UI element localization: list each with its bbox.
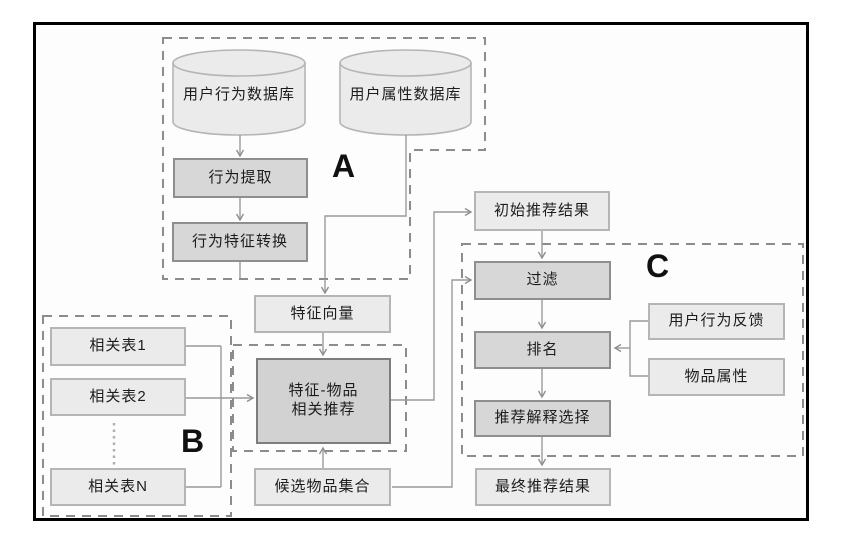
attribute-database-cylinder-icon xyxy=(339,49,472,136)
behavior-database-cylinder-icon xyxy=(172,49,306,136)
behavior-database-label: 用户行为数据库 xyxy=(182,85,295,103)
region-c-outline xyxy=(461,243,804,457)
line-feedback-bracket xyxy=(629,320,648,377)
region-a-label: A xyxy=(332,148,356,184)
arrow-featureitem-to-initial xyxy=(391,212,471,401)
node-item-attribute: 物品属性 xyxy=(648,358,785,396)
node-ranking: 排名 xyxy=(474,331,611,369)
node-explain-select: 推荐解释选择 xyxy=(474,400,611,437)
region-b-outline xyxy=(42,315,232,517)
node-table-n: 相关表N xyxy=(50,468,186,506)
region-b-label: B xyxy=(181,423,205,459)
feature-item-line1: 特征-物品 xyxy=(288,382,359,400)
node-table-1: 相关表1 xyxy=(50,327,186,366)
feature-item-line2: 相关推荐 xyxy=(291,401,356,418)
node-feature-vector: 特征向量 xyxy=(254,295,391,333)
node-final-result: 最终推荐结果 xyxy=(475,468,611,506)
arrow-candidate-to-filter xyxy=(392,280,471,488)
region-c-label: C xyxy=(646,248,670,284)
diagram-frame: A B C 用户行为数据库 用户属性数据库 行为提取 行为特征转换 特征向量 特… xyxy=(33,22,809,521)
node-table-2: 相关表2 xyxy=(50,378,186,416)
flowchart-canvas: A B C 用户行为数据库 用户属性数据库 行为提取 行为特征转换 特征向量 特… xyxy=(36,25,806,518)
node-user-feedback: 用户行为反馈 xyxy=(648,303,785,340)
region-a-outline xyxy=(162,37,486,280)
node-behavior-transform: 行为特征转换 xyxy=(172,222,308,262)
node-feature-item-recommend: 特征-物品 相关推荐 xyxy=(256,358,391,444)
node-initial-result: 初始推荐结果 xyxy=(474,191,610,231)
node-candidate-set: 候选物品集合 xyxy=(254,468,391,506)
arrow-attrdb-to-featurevector xyxy=(325,135,407,293)
node-behavior-extract: 行为提取 xyxy=(173,158,308,198)
attribute-database-label: 用户属性数据库 xyxy=(349,85,462,103)
node-filter: 过滤 xyxy=(474,261,611,300)
